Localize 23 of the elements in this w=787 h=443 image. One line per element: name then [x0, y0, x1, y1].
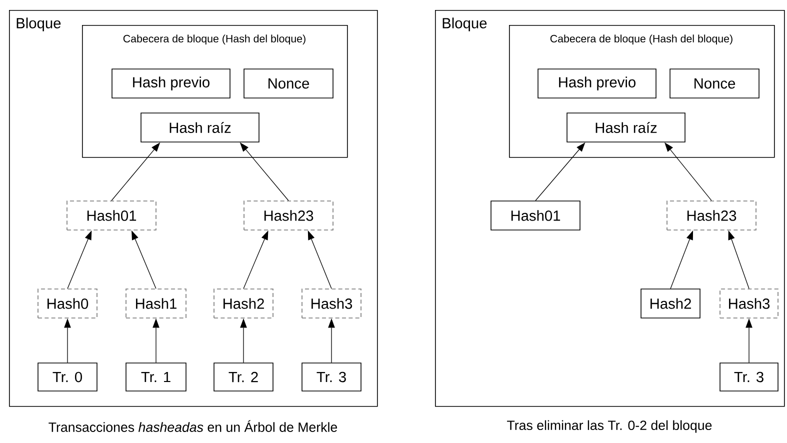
hash-box: Tr. 0 [38, 362, 98, 392]
hash-box: Hash23 [244, 200, 334, 230]
hash-box: Tr. 3 [720, 362, 778, 392]
hash-box: Tr. 2 [214, 362, 274, 392]
hash-box: Hash01 [490, 200, 580, 230]
hash-box: Hash previo [112, 68, 230, 98]
hash-box: Hash3 [720, 288, 778, 318]
hash-box: Hash0 [38, 288, 98, 318]
hash-box: Hash1 [126, 288, 186, 318]
node-label: Tras eliminar las Tr. 0-2 del bloque [507, 420, 712, 433]
hash-box: Tr. 1 [126, 362, 186, 392]
hash-box: Hash raíz [140, 112, 260, 142]
hash-box: Nonce [244, 68, 334, 98]
hash-box: Hash previo [538, 68, 656, 98]
hash-box: Hash3 [302, 288, 362, 318]
hash-box: Hash23 [666, 200, 756, 230]
hash-box: Hash2 [640, 288, 700, 318]
hash-box: Hash2 [214, 288, 274, 318]
node-label: Transacciones hasheadas en un Árbol de Merkle [48, 420, 338, 432]
hash-box: Nonce [670, 68, 760, 98]
hash-box: Hash raíz [566, 112, 686, 142]
hash-box: Tr. 3 [302, 362, 362, 392]
hash-box: Hash01 [66, 200, 156, 230]
